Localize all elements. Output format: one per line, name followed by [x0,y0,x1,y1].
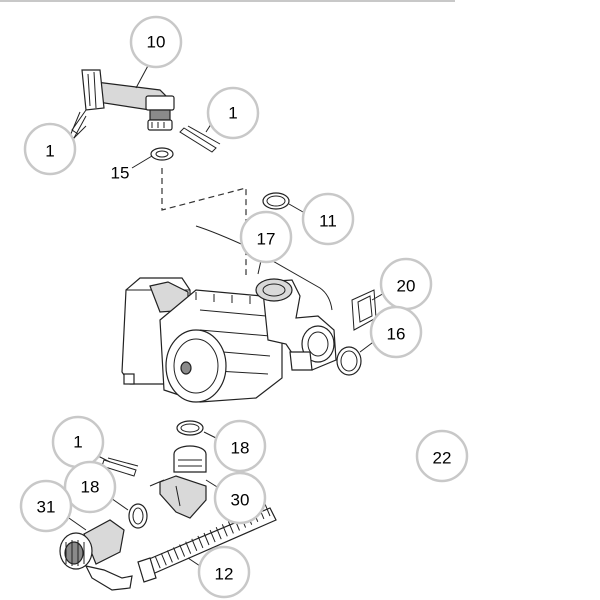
callout-1-lower: 1 [51,415,105,469]
svg-text:10: 10 [147,33,166,52]
callout-20: 20 [379,257,433,311]
svg-text:16: 16 [387,325,406,344]
callout-16: 16 [369,305,423,359]
part-30-connector [149,445,207,519]
callout-18-upper: 18 [213,419,267,473]
callout-17: 17 [239,210,293,264]
part-17-bracket [195,225,333,311]
svg-text:15: 15 [111,164,130,183]
svg-text:1: 1 [45,142,54,161]
svg-text:11: 11 [319,212,337,231]
part-31-valve [59,519,133,591]
svg-text:17: 17 [257,230,276,249]
svg-text:20: 20 [397,277,416,296]
callout-1-upper-right: 1 [206,86,260,140]
callout-31: 31 [19,479,73,533]
part-1-clip-right [179,125,221,153]
svg-text:12: 12 [215,565,234,584]
callout-leaders [65,61,387,567]
pump-assembly [121,277,337,403]
callout-15: 15 [111,164,130,183]
callout-10: 10 [129,15,183,69]
callout-30: 30 [213,471,267,525]
assembly-dashed-line [161,168,247,275]
callout-1-upper-left: 1 [23,122,77,176]
part-15-o-ring [150,147,174,161]
callout-12: 12 [197,545,251,599]
part-11-snap-ring [262,192,290,210]
svg-text:18: 18 [81,478,100,497]
svg-text:22: 22 [433,449,452,468]
part-16-o-ring [336,346,362,376]
part-10-elbow-pipe [71,69,175,135]
callout-18-lower: 18 [63,460,117,514]
callout-22: 22 [415,429,469,483]
top-border [0,0,455,2]
svg-text:18: 18 [231,439,250,458]
svg-text:1: 1 [73,433,82,452]
part-12-corrugated-hose [137,503,277,583]
svg-text:30: 30 [231,491,250,510]
callout-11: 11 [301,192,355,246]
part-18-o-ring-lower [128,503,148,529]
svg-text:1: 1 [228,104,237,123]
part-1-clip-lower [101,457,139,477]
part-18-o-ring-upper [176,420,204,436]
svg-text:31: 31 [37,498,56,517]
